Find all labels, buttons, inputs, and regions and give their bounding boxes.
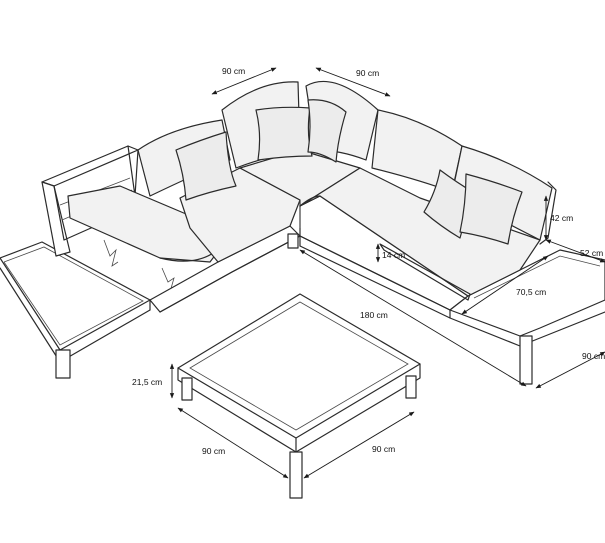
label-back-left-width: 90 cm <box>222 66 245 76</box>
left-platform-leg <box>55 349 71 379</box>
dimension-lines <box>169 67 605 479</box>
pillow-3 <box>307 99 347 163</box>
label-side-table-depth: 52 cm <box>580 248 603 258</box>
label-table-width-left: 90 cm <box>202 446 225 456</box>
pillow-1 <box>175 131 237 201</box>
dimension-labels: 90 cm 90 cm 42 cm 52 cm 14 cm 70,5 cm 18… <box>132 66 605 456</box>
label-total-length: 180 cm <box>360 310 388 320</box>
label-table-width-right: 90 cm <box>372 444 395 454</box>
label-seat-depth: 70,5 cm <box>516 287 546 297</box>
pillow-5 <box>459 173 523 245</box>
left-side-platform <box>0 241 151 379</box>
label-back-right-width: 90 cm <box>356 68 379 78</box>
throw-pillows <box>175 99 523 245</box>
right-platform-leg <box>519 335 533 385</box>
label-table-height: 21,5 cm <box>132 377 162 387</box>
label-seat-height-step: 14 cm <box>382 250 405 260</box>
left-chaise-frame <box>41 145 223 293</box>
coffee-table <box>177 293 421 499</box>
pillow-2 <box>255 106 313 161</box>
label-right-depth: 90 cm <box>582 351 605 361</box>
label-seat-back-height: 42 cm <box>550 213 573 223</box>
